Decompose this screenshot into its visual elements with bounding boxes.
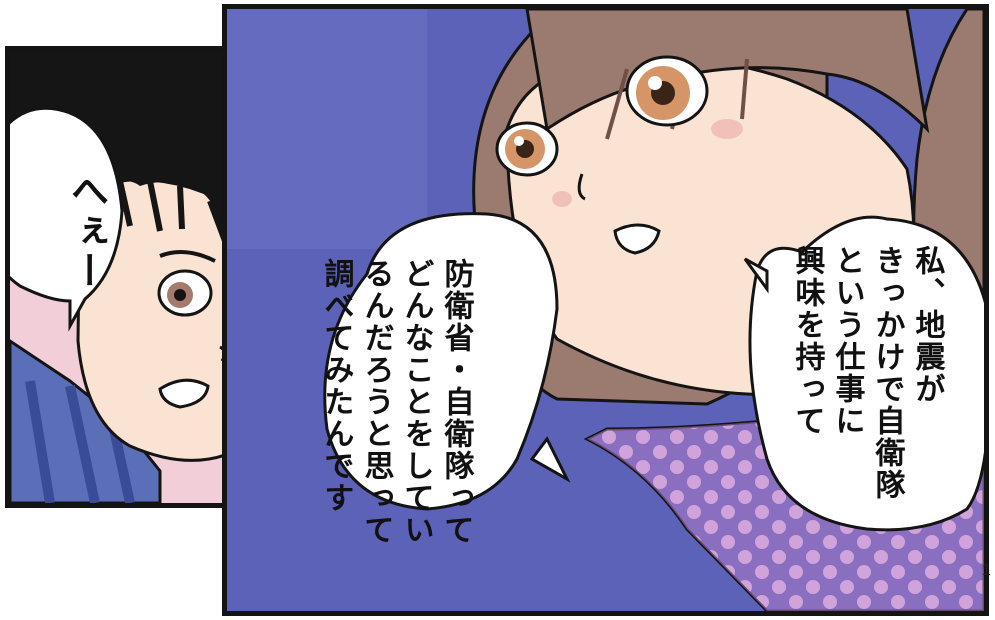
girl-speech-line: きっかけで自衛隊 xyxy=(869,245,905,501)
middle-speech-line: 調べてみたんです xyxy=(318,258,354,514)
middle-speech-line: るんだろうと思って xyxy=(358,258,394,546)
girl-speech-line: 興味を持って xyxy=(789,245,825,437)
page-number: 1 xyxy=(982,562,991,579)
middle-speech-line: どんなことをしてい xyxy=(398,258,434,546)
panel-girl xyxy=(222,4,989,616)
girl-illustration xyxy=(227,9,984,611)
middle-speech-line: 防衛省・自衛隊って xyxy=(438,258,474,546)
boy-speech-text: へぇー xyxy=(64,171,109,291)
girl-speech-line: 私、地震が xyxy=(909,245,945,405)
girl-speech-line: という仕事に xyxy=(829,245,865,437)
boy-illustration xyxy=(10,51,265,503)
